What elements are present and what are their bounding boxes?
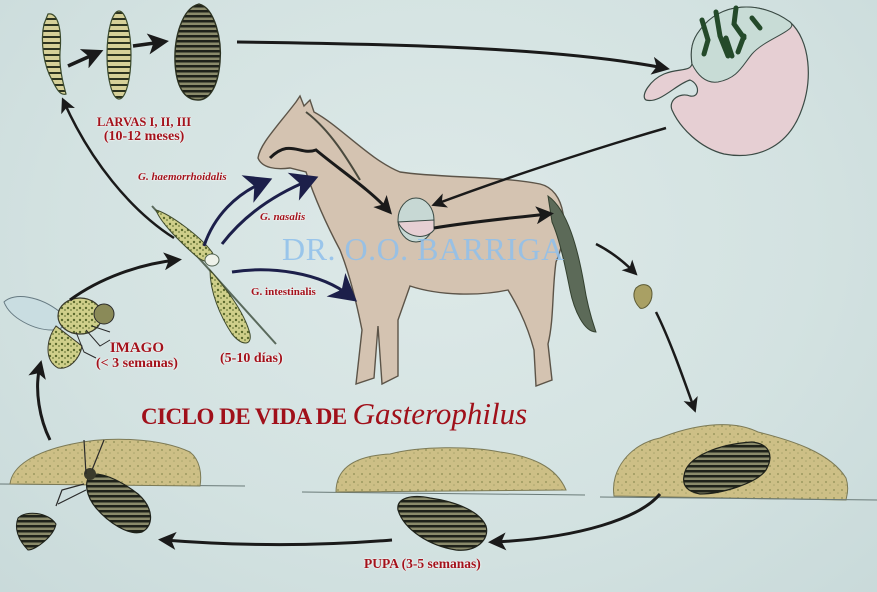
arrow-emerging-to-imago <box>28 360 52 441</box>
horse <box>257 94 597 387</box>
eggs-on-hair <box>151 205 277 345</box>
soil-mound-middle <box>335 447 567 493</box>
ground-line-right <box>599 496 877 501</box>
arrow-soil-to-pupa <box>488 493 662 551</box>
author-watermark: DR. O.O. BARRIGA <box>282 231 565 267</box>
title-genus: Gasterophilus <box>352 396 528 431</box>
arrow-l1-to-l2 <box>67 49 104 69</box>
larva-stage-3 <box>174 3 222 101</box>
larva-stage-2 <box>106 10 132 100</box>
title-prefix: CICLO DE VIDA DE <box>141 404 347 429</box>
larvae-label: LARVAS I, II, III (10-12 meses) <box>97 115 192 145</box>
arrow-haemorrhoidalis <box>202 175 273 247</box>
ground-line-middle <box>301 491 586 496</box>
arrow-eggs-to-larvae <box>61 97 175 240</box>
larvae-duration: (10-12 meses) <box>103 129 185 145</box>
pupa-label: PUPA (3-5 semanas) <box>364 556 481 571</box>
pupa <box>397 495 488 551</box>
arrow-tail-to-feces <box>595 242 638 276</box>
horse-stomach-detail <box>643 5 809 157</box>
arrow-detail-to-stomach <box>431 126 667 208</box>
soil-mound-left <box>9 438 202 487</box>
arrow-l2-to-l3 <box>132 33 169 55</box>
larvae-stage-name: LARVAS I, II, III <box>97 115 192 129</box>
imago-fly <box>3 296 115 369</box>
arrow-imago-to-eggs <box>69 252 182 302</box>
imago-stage-name: IMAGO <box>109 340 165 356</box>
species-label-nasalis: G. nasalis <box>260 211 306 223</box>
arrow-intestinalis <box>231 268 358 302</box>
imago-label: IMAGO (< 3 semanas) <box>96 340 178 371</box>
pupal-case-cap <box>15 512 57 551</box>
pupa-in-soil <box>613 424 849 501</box>
species-label-intestinalis: G. intestinalis <box>251 286 316 298</box>
arrow-nasalis <box>220 172 319 245</box>
arrow-mouth-to-stomach <box>268 146 393 215</box>
fecal-pupa <box>633 284 653 309</box>
arrow-stomach-to-rectum <box>433 206 554 230</box>
imago-duration: (< 3 semanas) <box>96 355 178 371</box>
species-label-haemorrhoidalis: G. haemorrhoidalis <box>138 171 227 183</box>
larva-stage-1 <box>41 13 67 95</box>
arrow-feces-to-soil <box>654 311 698 413</box>
arrow-l3-to-stomach <box>236 40 670 75</box>
adult-emerging <box>55 439 152 534</box>
egg-duration: (5-10 días) <box>220 351 283 366</box>
arrow-pupa-to-emerging <box>158 531 393 550</box>
